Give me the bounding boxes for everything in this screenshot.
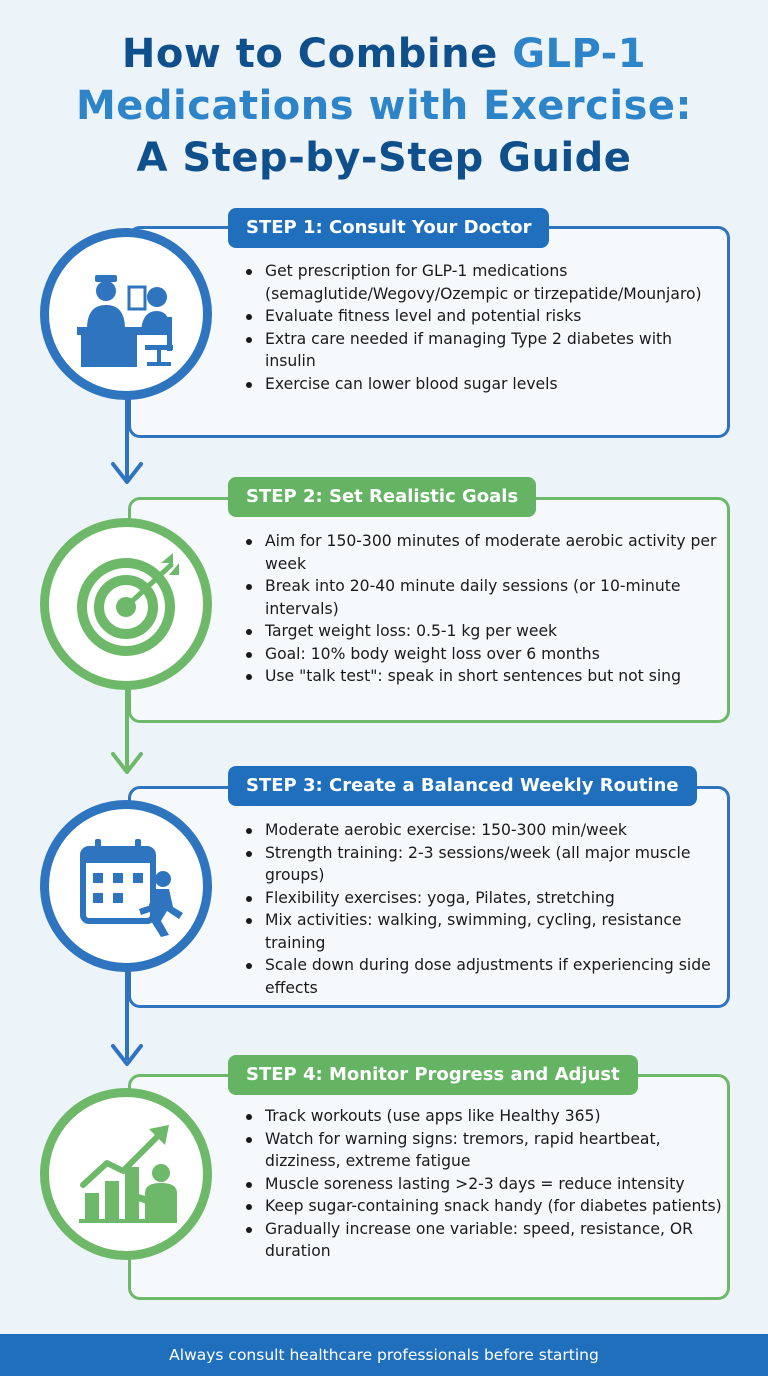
step-3-bullets: Moderate aerobic exercise: 150-300 min/w… — [243, 819, 723, 999]
title-line-1: How to Combine — [121, 31, 513, 77]
title-highlight: GLP-1 — [512, 31, 647, 77]
calendar-runner-icon — [80, 839, 183, 937]
list-item: Scale down during dose adjustments if ex… — [243, 954, 723, 999]
step-2-bullets: Aim for 150-300 minutes of moderate aero… — [243, 530, 723, 688]
step-4-label: STEP 4: Monitor Progress and Adjust — [228, 1055, 638, 1095]
step-4-bullets: Track workouts (use apps like Healthy 36… — [243, 1105, 723, 1263]
list-item: Break into 20-40 minute daily sessions (… — [243, 575, 723, 620]
connector-line-3 — [125, 960, 129, 1060]
footer-disclaimer: Always consult healthcare professionals … — [0, 1334, 768, 1376]
title-line-3: A Step-by-Step Guide — [136, 135, 632, 181]
step-2-card — [128, 497, 730, 723]
list-item: Evaluate fitness level and potential ris… — [243, 305, 723, 328]
step-1-label: STEP 1: Consult Your Doctor — [228, 208, 550, 248]
list-item: Keep sugar-containing snack handy (for d… — [243, 1195, 723, 1218]
list-item: Flexibility exercises: yoga, Pilates, st… — [243, 887, 723, 910]
list-item: Get prescription for GLP-1 medications (… — [243, 260, 723, 305]
list-item: Track workouts (use apps like Healthy 36… — [243, 1105, 723, 1128]
list-item: Gradually increase one variable: speed, … — [243, 1218, 723, 1263]
step-1-card — [128, 226, 730, 438]
connector-line-1 — [125, 400, 129, 480]
list-item: Watch for warning signs: tremors, rapid … — [243, 1128, 723, 1173]
doctor-consultation-icon — [77, 275, 173, 367]
list-item: Strength training: 2-3 sessions/week (al… — [243, 842, 723, 887]
step-3-icon-circle — [40, 800, 212, 972]
progress-chart-icon — [79, 1125, 177, 1223]
list-item: Muscle soreness lasting >2-3 days = redu… — [243, 1173, 723, 1196]
target-icon — [77, 553, 179, 656]
step-4-icon-circle — [40, 1088, 212, 1260]
list-item: Extra care needed if managing Type 2 dia… — [243, 328, 723, 373]
list-item: Moderate aerobic exercise: 150-300 min/w… — [243, 819, 723, 842]
step-4-card — [128, 1074, 730, 1300]
step-2-label: STEP 2: Set Realistic Goals — [228, 477, 537, 517]
page-title: How to Combine GLP-1 Medications with Ex… — [0, 28, 768, 184]
connector-line-2 — [125, 690, 129, 770]
list-item: Aim for 150-300 minutes of moderate aero… — [243, 530, 723, 575]
step-3-label: STEP 3: Create a Balanced Weekly Routine — [228, 766, 697, 806]
list-item: Target weight loss: 0.5-1 kg per week — [243, 620, 723, 643]
title-line-2: Medications with Exercise: — [75, 83, 693, 129]
list-item: Use "talk test": speak in short sentence… — [243, 665, 723, 688]
step-1-icon-circle — [40, 228, 212, 400]
list-item: Goal: 10% body weight loss over 6 months — [243, 643, 723, 666]
list-item: Mix activities: walking, swimming, cycli… — [243, 909, 723, 954]
list-item: Exercise can lower blood sugar levels — [243, 373, 723, 396]
step-1-bullets: Get prescription for GLP-1 medications (… — [243, 260, 723, 395]
step-2-icon-circle — [40, 518, 212, 690]
